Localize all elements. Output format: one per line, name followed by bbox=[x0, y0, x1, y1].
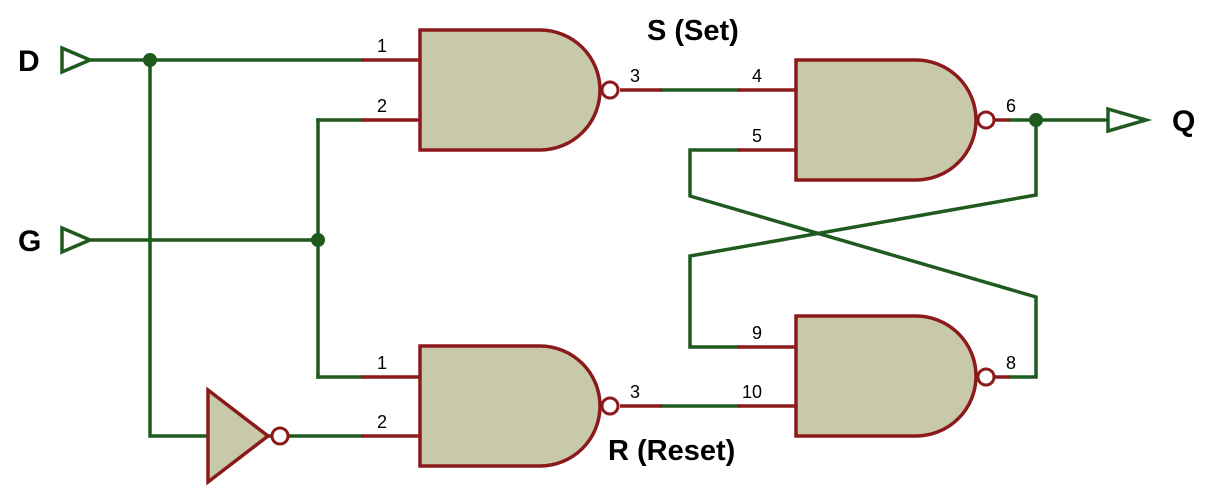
pin-label: 2 bbox=[377, 96, 387, 116]
inverter-gate bbox=[206, 386, 290, 486]
nand-gate-latch-bottom bbox=[794, 314, 996, 438]
signal-label-set: S (Set) bbox=[647, 15, 739, 47]
pin-label: 9 bbox=[752, 323, 762, 343]
junction-q bbox=[1029, 113, 1043, 127]
signal-label-reset: R (Reset) bbox=[608, 435, 735, 467]
input-label-d: D bbox=[18, 45, 40, 78]
nand-gate-bottom bbox=[418, 344, 620, 468]
wires bbox=[88, 58, 1110, 438]
pin-label: 4 bbox=[752, 66, 762, 86]
pin-label: 8 bbox=[1006, 353, 1016, 373]
pin-label: 2 bbox=[377, 412, 387, 432]
input-port-d-icon bbox=[60, 45, 95, 75]
nand-gate-latch-top bbox=[794, 58, 996, 182]
input-port-g-icon bbox=[60, 225, 95, 255]
pin-label: 1 bbox=[377, 353, 387, 373]
pin-label: 10 bbox=[742, 382, 762, 402]
pin-label: 6 bbox=[1006, 96, 1016, 116]
output-label-q: Q bbox=[1172, 105, 1195, 138]
input-label-g: G bbox=[18, 225, 41, 258]
output-port-q-icon bbox=[1106, 106, 1153, 134]
junction-g bbox=[311, 233, 325, 247]
pin-label: 3 bbox=[630, 66, 640, 86]
nand-gate-top bbox=[418, 28, 620, 152]
pin-label: 3 bbox=[630, 382, 640, 402]
wire-feedback-5 bbox=[688, 148, 1038, 379]
wire-d-vertical bbox=[148, 58, 210, 438]
wire-feedback-9 bbox=[688, 118, 1038, 349]
pin-label: 5 bbox=[752, 126, 762, 146]
junction-d bbox=[143, 53, 157, 67]
pin-label: 1 bbox=[377, 36, 387, 56]
